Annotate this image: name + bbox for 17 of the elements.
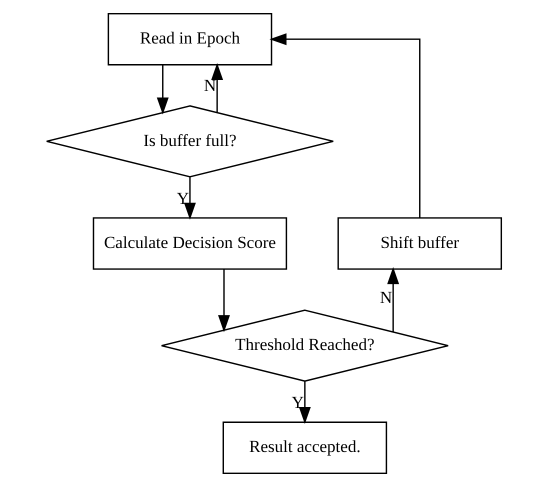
arrow: [184, 177, 196, 220]
node-diamond: Threshold Reached?: [160, 309, 449, 382]
arrow: [269, 33, 420, 218]
node-box: Calculate Decision Score: [92, 217, 288, 270]
arrow: [387, 267, 400, 332]
arrow: [298, 381, 311, 424]
arrow: [211, 63, 224, 112]
arrow: [156, 65, 169, 114]
edge-label: N: [204, 76, 216, 96]
edge-label: Y: [292, 393, 304, 412]
edge-label: N: [380, 288, 392, 307]
edge-label: Y: [176, 188, 190, 208]
node-box: Result accepted.: [222, 422, 388, 474]
node-diamond: Is buffer full?: [46, 105, 334, 178]
node-box: Read in Epoch: [108, 12, 272, 66]
arrow: [218, 269, 230, 332]
node-box: Shift buffer: [337, 217, 502, 270]
